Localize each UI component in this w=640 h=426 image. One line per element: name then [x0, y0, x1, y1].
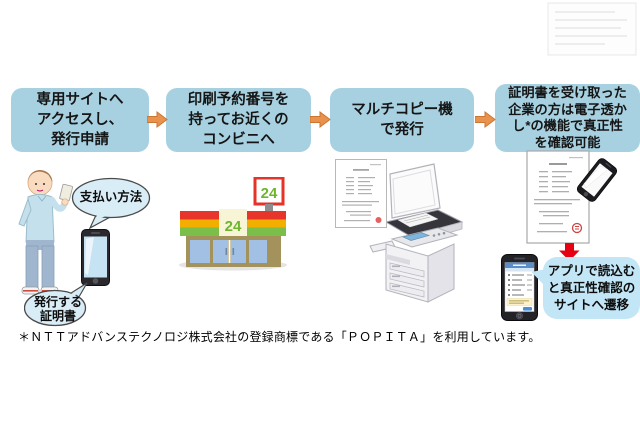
faint-document-sketch	[547, 2, 637, 56]
step-box-multicopy: マルチコピー機 で発行	[330, 88, 474, 152]
app-redirect-bubble: アプリで読込む と真正性確認の サイトへ遷移	[543, 257, 640, 319]
down-arrow-icon	[559, 243, 580, 261]
flow-arrow-icon	[475, 111, 496, 128]
issued-certificate-bubble: 発行する 証明書	[23, 281, 92, 327]
flow-arrow-icon	[310, 111, 331, 128]
multicopy-machine-icon	[335, 159, 464, 303]
person-illustration	[18, 169, 73, 295]
step-box-apply: 専用サイトへ アクセスし、 発行申請	[11, 88, 149, 152]
flow-arrow-icon	[147, 111, 168, 128]
trademark-footnote: ＊ＮＴＴアドバンステクノロジ株式会社の登録商標である「ＰＯＰＩＴＡ」を利用してい…	[18, 330, 541, 344]
smartphone-icon	[81, 229, 110, 286]
issued-certificate-label: 発行する 証明書	[33, 294, 82, 324]
awning-sign-24: 24	[225, 218, 242, 235]
payment-method-bubble: 支払い方法	[71, 177, 151, 230]
payment-method-label: 支払い方法	[79, 189, 143, 204]
step-box-verify: 証明書を受け取った 企業の方は電子透か し*の機能で真正性 を確認可能	[495, 84, 640, 152]
store-sign-24: 24	[261, 185, 278, 202]
app-phone-icon	[501, 254, 538, 321]
speech-bubble-shape	[71, 177, 151, 230]
step-box-convenience-store: 印刷予約番号を 持ってお近くの コンビニへ	[166, 88, 311, 152]
received-certificate-icon	[526, 150, 618, 244]
speech-bubble-shape	[23, 282, 88, 327]
scanning-phone-icon	[576, 158, 618, 202]
convenience-store-icon: 24 24	[179, 177, 287, 271]
